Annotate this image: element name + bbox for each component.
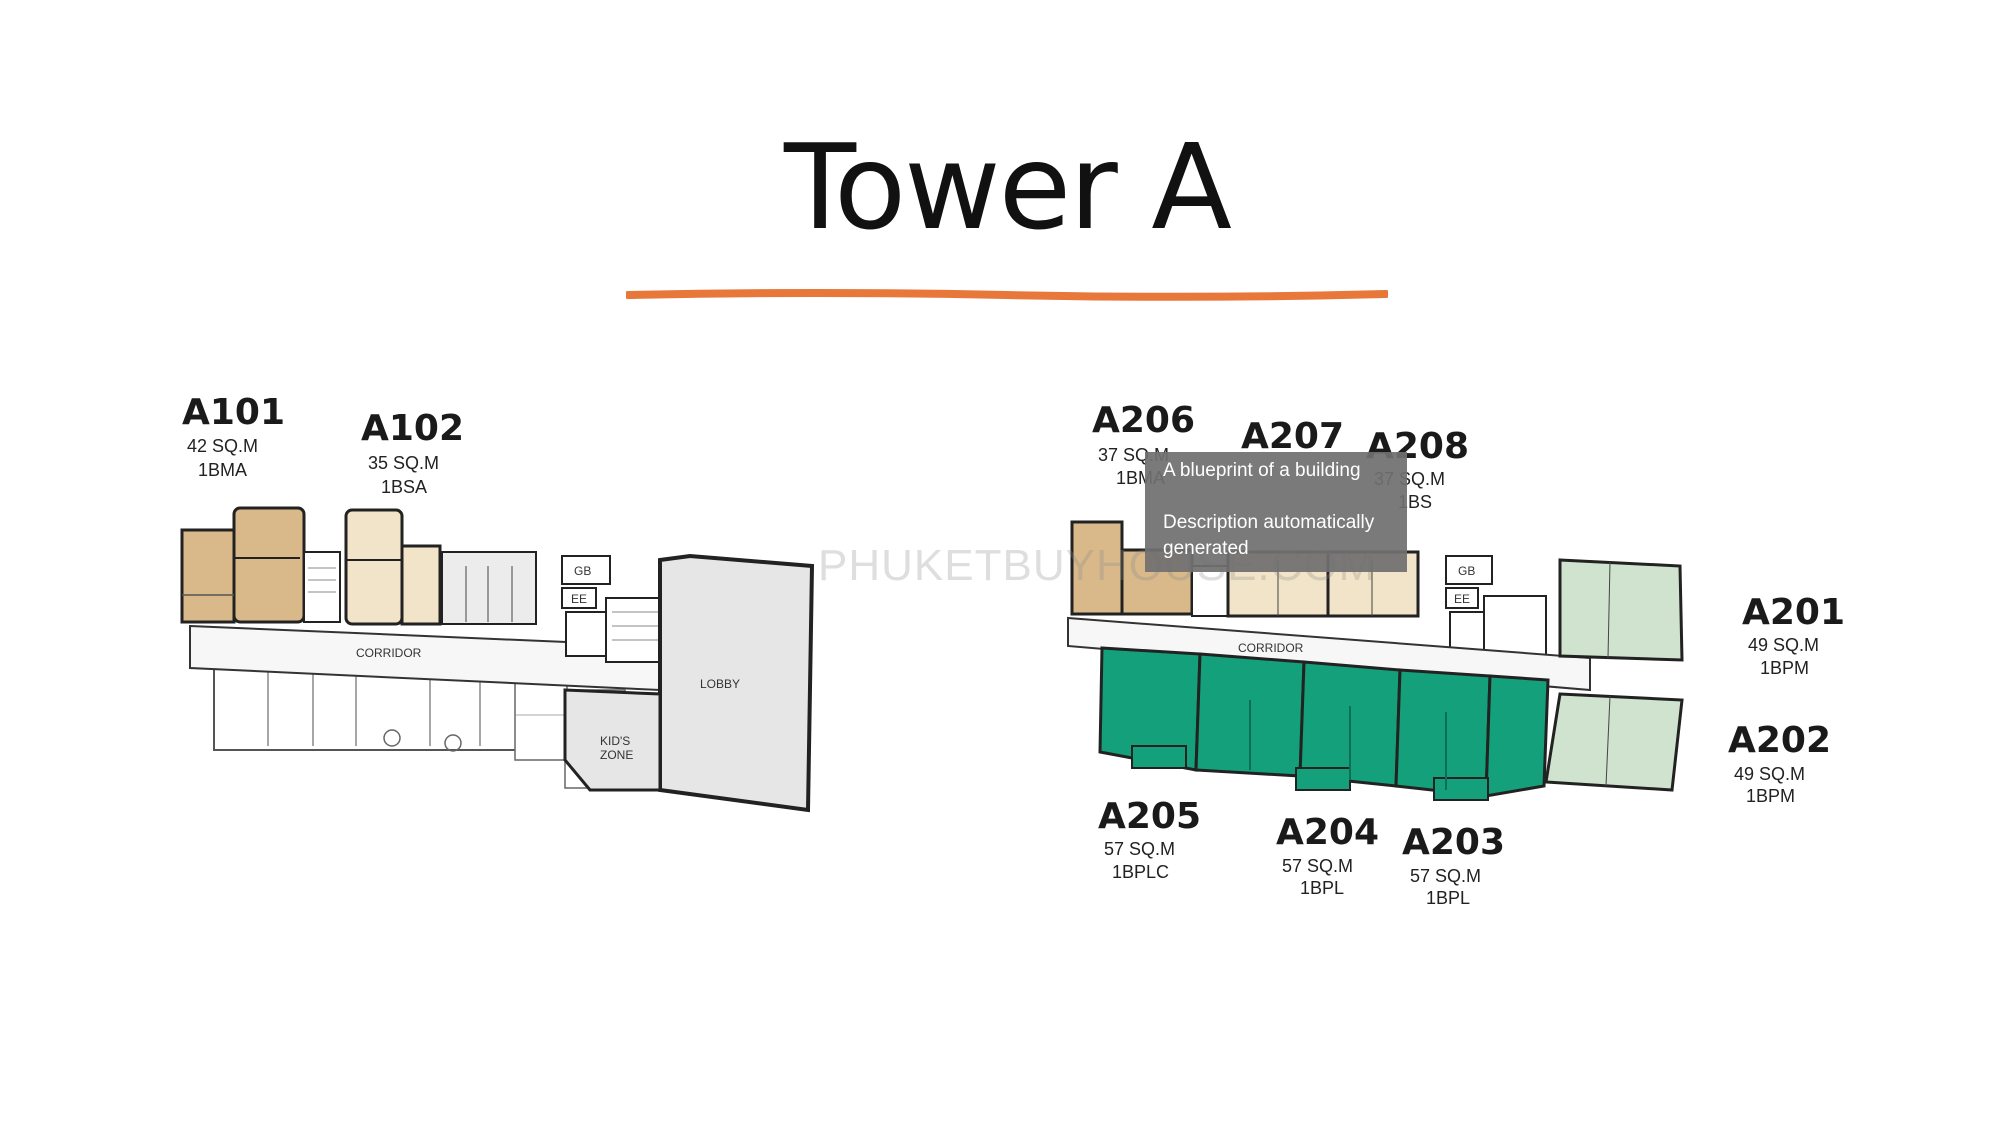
lobby-label: LOBBY	[700, 677, 740, 691]
kids-zone-label-1: KID'S	[600, 734, 630, 748]
unit-a203-area: 57 SQ.M	[1410, 866, 1481, 886]
unit-a205-type: 1BPLC	[1112, 862, 1169, 882]
unit-a102-type: 1BSA	[381, 477, 427, 497]
corridor-label-2: CORRIDOR	[1238, 641, 1304, 655]
unit-a206-code: A206	[1092, 400, 1195, 441]
kids-zone-label-2: ZONE	[600, 748, 633, 762]
unit-a203-code: A203	[1402, 822, 1505, 863]
unit-a204-type: 1BPL	[1300, 878, 1344, 898]
gb-label-1: GB	[574, 564, 591, 578]
floor-plan-ground: CORRIDOR	[180, 506, 815, 813]
title-underline	[626, 289, 1388, 301]
unit-a203-type: 1BPL	[1426, 888, 1470, 908]
tooltip-line-1: A blueprint of a building	[1163, 460, 1361, 481]
floor-plan-typical: GB EE CORRIDOR	[1067, 520, 1684, 801]
unit-a201-code: A201	[1742, 592, 1845, 633]
ee-label-1: EE	[571, 592, 587, 606]
unit-a201-type: 1BPM	[1760, 658, 1809, 678]
unit-a202-type: 1BPM	[1746, 786, 1795, 806]
unit-a205-code: A205	[1098, 796, 1201, 837]
corridor-label-1: CORRIDOR	[356, 646, 422, 660]
unit-a102-area: 35 SQ.M	[368, 453, 439, 473]
gb-label-2: GB	[1458, 564, 1475, 578]
unit-a101-code: A101	[182, 392, 285, 433]
unit-a101-area: 42 SQ.M	[187, 436, 258, 456]
unit-a204-code: A204	[1276, 812, 1379, 853]
unit-a201-area: 49 SQ.M	[1748, 635, 1819, 655]
unit-a101-plan	[180, 506, 306, 624]
unit-a207-code: A207	[1241, 416, 1344, 457]
tooltip-line-2: Description automatically generated	[1163, 512, 1375, 559]
unit-a202-code: A202	[1728, 720, 1831, 761]
unit-a202-area: 49 SQ.M	[1734, 764, 1805, 784]
unit-a204-area: 57 SQ.M	[1282, 856, 1353, 876]
slide-title: Tower A	[783, 118, 1232, 256]
unit-a102-plan	[344, 508, 442, 626]
unit-a101-type: 1BMA	[198, 460, 247, 480]
ee-label-2: EE	[1454, 592, 1470, 606]
unit-a102-code: A102	[361, 408, 464, 449]
unit-a205-area: 57 SQ.M	[1104, 839, 1175, 859]
alt-text-tooltip: A blueprint of a building Description au…	[1145, 452, 1407, 572]
